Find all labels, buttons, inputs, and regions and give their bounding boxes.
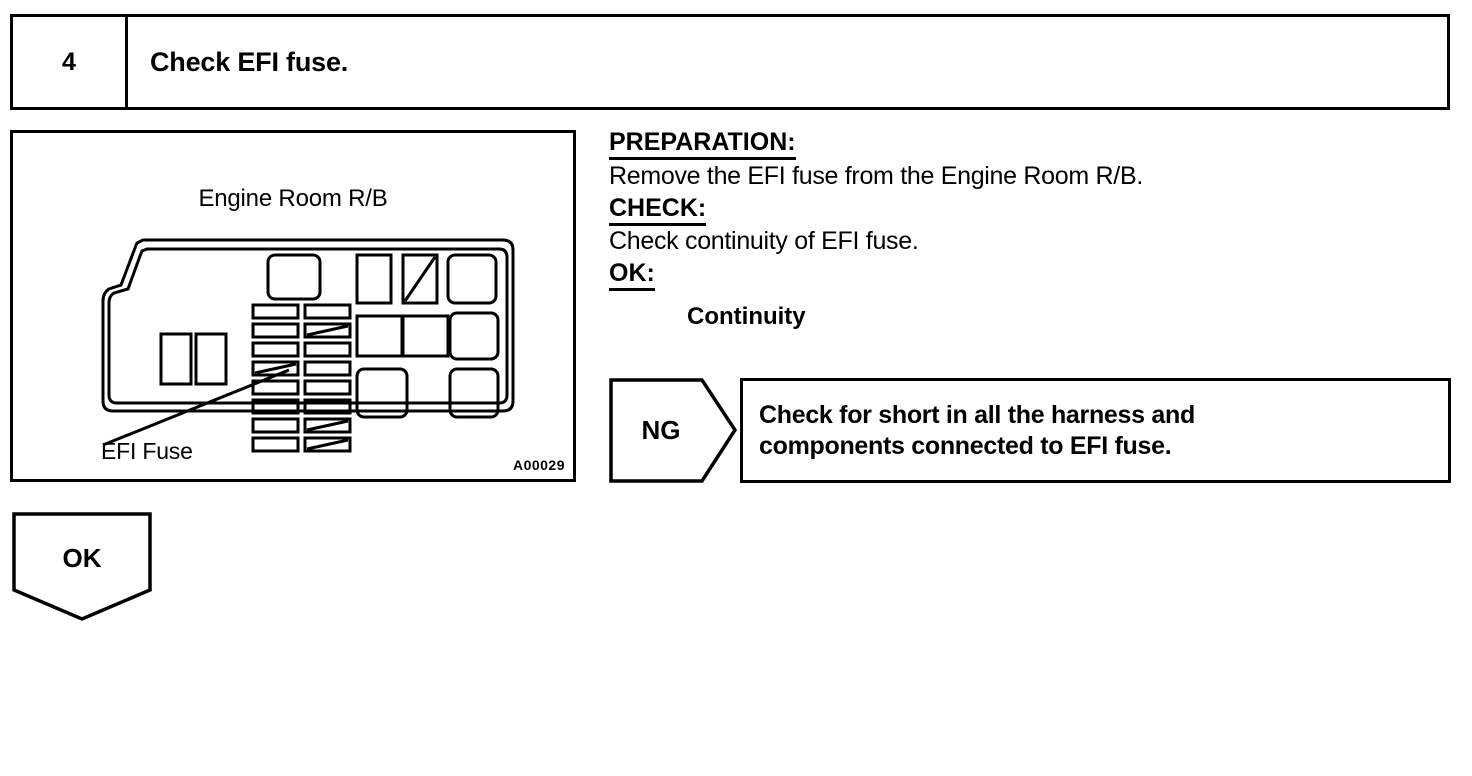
relay-slot-r3c2	[448, 367, 500, 419]
step-title-cell: Check EFI fuse.	[128, 17, 1447, 107]
ok-marker-label: OK	[62, 542, 102, 573]
relay-slot-top-center	[266, 253, 322, 301]
ng-action-line2: components connected to EFI fuse.	[759, 431, 1172, 460]
ok-banner-shape	[12, 512, 152, 621]
fuse-slot-b2	[303, 322, 352, 339]
step-header-row: 4 Check EFI fuse.	[10, 14, 1450, 110]
figure-panel: Engine Room R/B	[10, 130, 576, 482]
fuse-slot-b4	[303, 360, 352, 377]
ok-label: OK:	[609, 259, 1459, 291]
step-number: 4	[62, 47, 76, 76]
fuse-slot-a4	[251, 360, 300, 377]
relay-slot-r1c3	[446, 253, 498, 305]
ng-action-box: Check for short in all the harness and c…	[740, 378, 1451, 483]
ok-result-text: Continuity	[687, 302, 806, 330]
relay-box-outer-shell	[101, 238, 515, 413]
relay-slot-r1c1	[355, 253, 393, 305]
relay-slot-left-1	[159, 332, 193, 386]
ng-action-line1: Check for short in all the harness and	[759, 401, 1195, 429]
fuse-slot-a3	[251, 341, 300, 358]
fuse-slot-b1	[303, 303, 352, 320]
step-number-cell: 4	[13, 17, 128, 107]
ng-marker-arrow: NG	[609, 378, 737, 483]
fuse-slot-b7	[303, 417, 352, 434]
relay-slot-r3c1	[355, 367, 409, 419]
fuse-slot-a7	[251, 417, 300, 434]
ng-marker-label: NG	[641, 415, 681, 445]
fuse-slot-b8	[303, 436, 352, 453]
relay-slot-r2c1	[355, 314, 404, 358]
relay-slot-r1c2	[401, 253, 439, 305]
step-title: Check EFI fuse.	[150, 46, 349, 77]
check-label: CHECK:	[609, 193, 1459, 226]
figure-caption: Engine Room R/B	[198, 185, 388, 212]
fuse-slot-a8	[251, 436, 300, 453]
relay-slot-r2c2	[401, 314, 450, 358]
fuse-slot-b3	[303, 341, 352, 358]
ng-branch: NG Check for short in all the harness an…	[609, 378, 1451, 483]
relay-slot-left-2	[194, 332, 228, 386]
preparation-label: PREPARATION:	[609, 128, 1459, 160]
efi-fuse-callout-label: EFI Fuse	[101, 438, 193, 464]
ng-arrow-shape	[609, 378, 737, 483]
ok-branch-marker: OK	[12, 512, 152, 622]
instructions-block: PREPARATION: Remove the EFI fuse from th…	[609, 128, 1459, 331]
fuse-slot-a1	[251, 303, 300, 320]
preparation-text: Remove the EFI fuse from the Engine Room…	[609, 161, 1143, 190]
fuse-slot-a5	[251, 379, 300, 396]
relay-slot-r2c3	[448, 311, 500, 361]
fuse-slot-b6	[303, 398, 352, 415]
fuse-slot-b5	[303, 379, 352, 396]
engine-room-relay-box-diagram	[101, 238, 515, 453]
fuse-slot-a6	[251, 398, 300, 415]
fuse-slot-a2	[251, 322, 300, 339]
check-text: Check continuity of EFI fuse.	[609, 227, 919, 255]
efi-fuse-leader-line	[102, 368, 290, 447]
figure-id-label: A00029	[512, 457, 565, 473]
ng-action-text: Check for short in all the harness and c…	[759, 400, 1195, 461]
